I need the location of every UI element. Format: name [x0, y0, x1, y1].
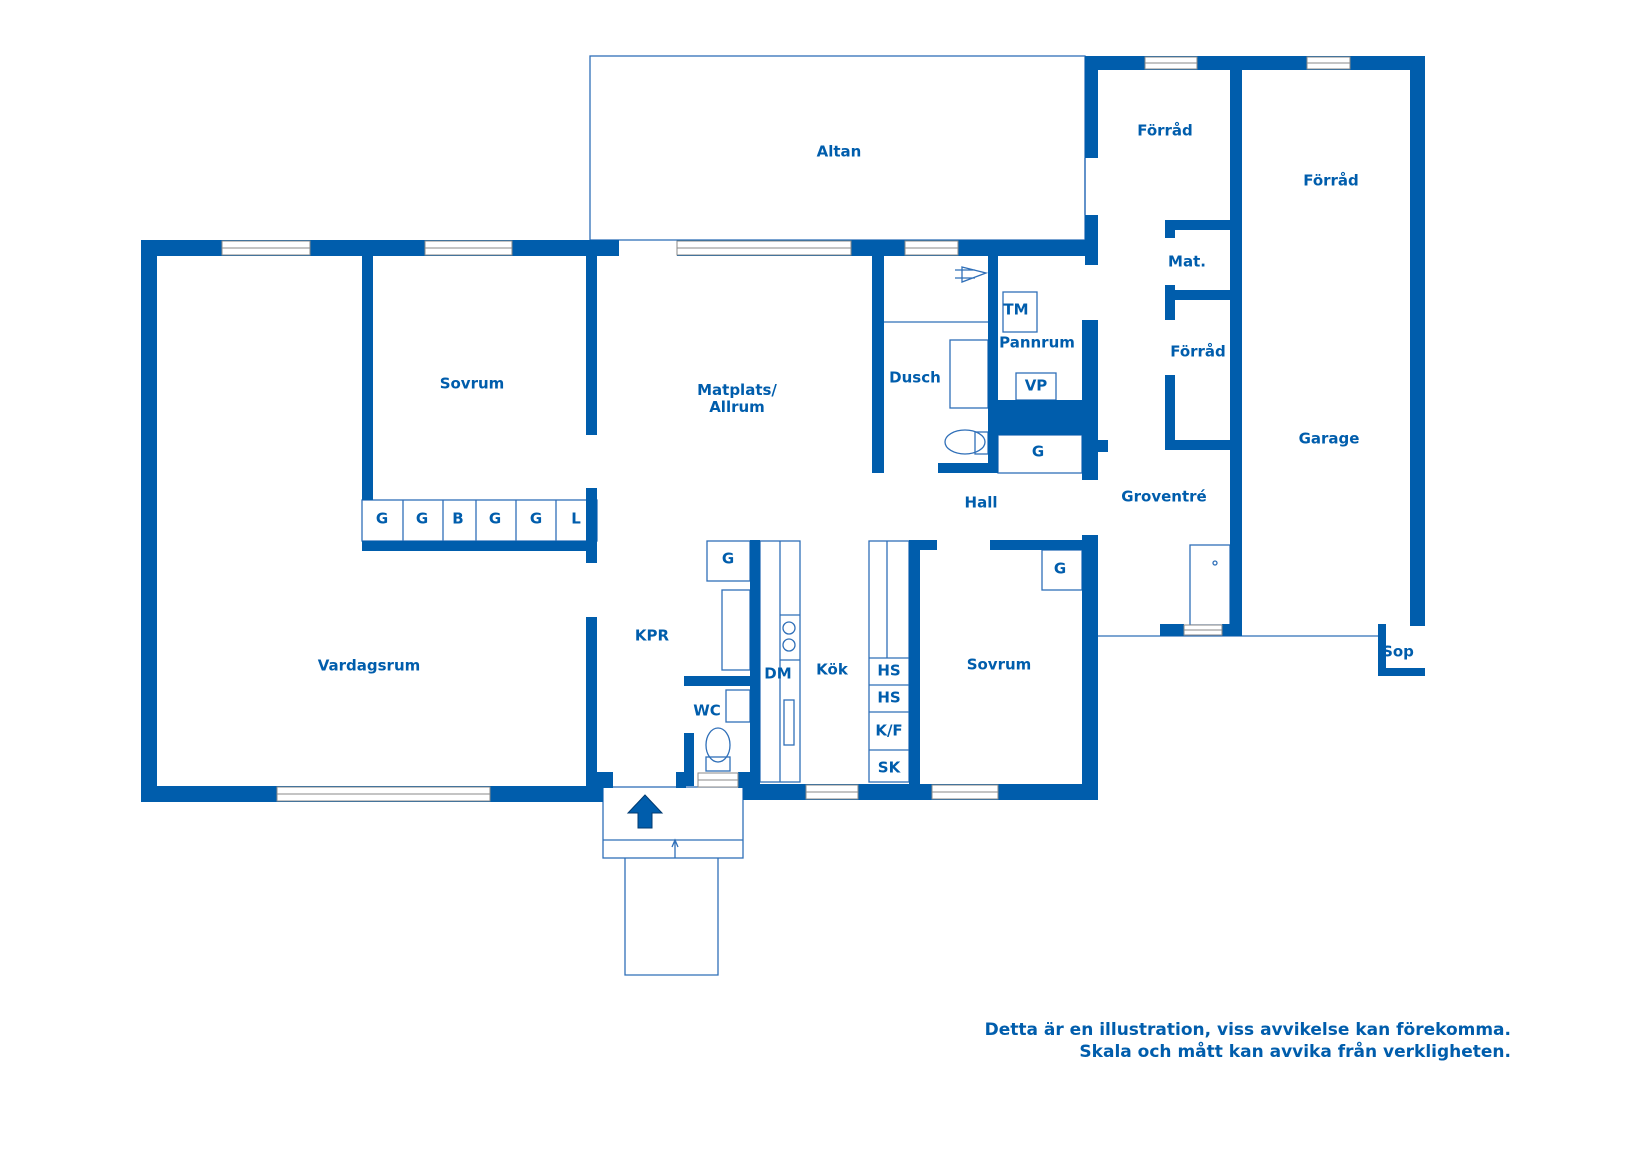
wall — [750, 540, 760, 786]
tm-box — [1002, 291, 1038, 333]
wall — [586, 488, 597, 563]
disclaimer-line-2: Skala och mått kan avvika från verklighe… — [1079, 1042, 1511, 1062]
closet-label: G — [415, 509, 429, 528]
fixture-label-dm: DM — [764, 664, 792, 683]
fixture-label-vp: VP — [1024, 376, 1048, 395]
kitchen-unit-label: SK — [877, 758, 901, 777]
closet-label: G — [1053, 559, 1067, 578]
toilet-icon — [705, 727, 731, 763]
wall — [988, 256, 998, 470]
room-label-forrad: Förråd — [1170, 342, 1226, 361]
direction-arrow-icon — [671, 838, 679, 858]
closet-label: B — [452, 509, 464, 528]
room-label-groventre: Groventré — [1121, 487, 1207, 506]
kitchen-unit-label: K/F — [875, 721, 903, 740]
toilet-icon — [944, 429, 986, 455]
wall — [1085, 215, 1098, 265]
stove-burner-icon — [782, 621, 796, 635]
wall — [1082, 535, 1098, 800]
kitchen-unit-label: HS — [877, 661, 901, 680]
room-label-forrad: Förråd — [1137, 121, 1193, 140]
stove-burner-icon — [782, 638, 796, 652]
closet-label: G — [529, 509, 543, 528]
closet-label: G — [488, 509, 502, 528]
room-label-wc: WC — [693, 701, 721, 720]
kitchen-unit-dividers — [869, 541, 909, 751]
room-label-dusch: Dusch — [889, 368, 941, 387]
room-label-sovrum: Sovrum — [966, 655, 1032, 674]
wall — [597, 772, 613, 788]
wall — [909, 540, 920, 786]
room-label-sop: Sop — [1382, 642, 1414, 661]
wall — [1085, 56, 1098, 158]
room-label-kok: Kök — [816, 660, 848, 679]
entrance-step — [602, 786, 744, 859]
entrance-arrow-icon — [626, 794, 664, 829]
wall — [1160, 624, 1184, 636]
wall — [1165, 440, 1230, 450]
wall — [1410, 56, 1425, 626]
wc-sink — [725, 689, 751, 723]
wall — [1378, 668, 1425, 676]
wall — [1082, 320, 1098, 480]
room-label-sovrum: Sovrum — [439, 374, 505, 393]
room-label-pannrum: Pannrum — [999, 333, 1075, 352]
wall — [872, 256, 884, 473]
wall — [1378, 624, 1386, 676]
wall — [1165, 375, 1175, 445]
room-label-altan: Altan — [816, 142, 862, 161]
shower-head-icon — [955, 266, 989, 283]
wall — [1165, 285, 1175, 320]
closet-label: G — [1031, 442, 1045, 461]
wardrobe-row — [361, 499, 598, 542]
closet-label: G — [721, 549, 735, 568]
wall — [676, 772, 686, 788]
kitchen-counter-detail — [779, 541, 800, 782]
closet-label: L — [571, 509, 581, 528]
wall — [362, 256, 373, 500]
room-label-kpr: KPR — [634, 626, 670, 645]
closet-label: G — [375, 509, 389, 528]
wall — [1165, 220, 1230, 230]
toilet-tank — [705, 756, 731, 772]
drain-icon — [1212, 560, 1218, 566]
wall — [738, 772, 760, 788]
room-label-hall: Hall — [964, 493, 998, 512]
sink-cabinet — [1189, 544, 1231, 626]
wall — [1165, 220, 1175, 238]
room-label-garage: Garage — [1298, 429, 1360, 448]
wardrobe-dividers — [402, 500, 557, 541]
wall — [909, 540, 937, 550]
fixture-label-tm: TM — [1003, 300, 1029, 319]
wall — [938, 463, 998, 473]
wall — [141, 240, 619, 256]
kitchen-unit-label: HS — [877, 688, 901, 707]
wall — [1165, 290, 1230, 300]
wall — [743, 784, 1098, 800]
wall — [586, 617, 597, 786]
room-label-mat: Mat. — [1168, 252, 1206, 271]
wall — [988, 400, 1083, 435]
wall — [586, 256, 597, 435]
wall — [1098, 440, 1108, 452]
counter — [721, 589, 751, 671]
wall — [990, 540, 1090, 550]
wall — [1222, 624, 1242, 636]
wall — [684, 733, 694, 786]
room-label-forrad: Förråd — [1303, 171, 1359, 190]
entrance-path — [624, 858, 719, 976]
room-label-vardagsrum: Vardagsrum — [317, 656, 421, 675]
wall — [1230, 56, 1242, 636]
wall — [362, 541, 597, 551]
sink — [783, 699, 795, 746]
wall — [141, 240, 157, 802]
shower-cabin — [949, 339, 989, 409]
wall — [1085, 56, 1425, 70]
disclaimer-line-1: Detta är en illustration, viss avvikelse… — [984, 1020, 1511, 1040]
wall — [684, 676, 754, 686]
room-label-matplats: Matplats/ Allrum — [697, 381, 777, 416]
